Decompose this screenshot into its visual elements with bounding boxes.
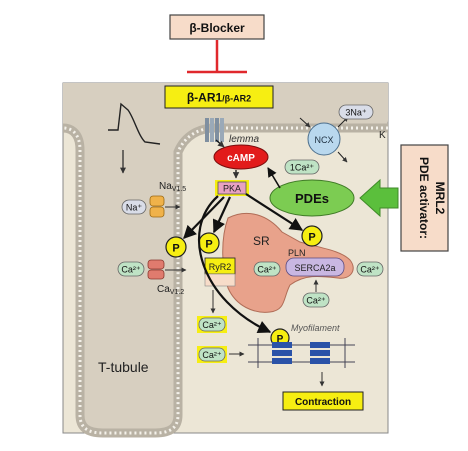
- ca-ion-uptake: Ca²⁺: [302, 292, 330, 308]
- camp-label: cAMP: [227, 153, 255, 164]
- cav-channel: [147, 259, 165, 280]
- contraction-box: Contraction: [282, 391, 364, 411]
- membrane-inner-line: [62, 126, 388, 435]
- pde-activator-line2: MRL2: [433, 182, 447, 215]
- blocker-inhibition-line: [187, 40, 247, 74]
- pdes-label: PDEs: [295, 191, 329, 206]
- ryr2-label: RyR2: [209, 262, 232, 272]
- t-tubule-label: T-tubule: [98, 359, 149, 375]
- action-potential-icon: [108, 102, 161, 174]
- phospho-marker-ryr2: P: [198, 232, 220, 254]
- pka-label: PKA: [223, 184, 241, 194]
- phospho-cav-label: P: [172, 243, 179, 255]
- beta-blocker-box: β-Blocker: [169, 14, 265, 40]
- pdes-inhibit-camp: [267, 167, 281, 189]
- activator-green-arrow: [359, 178, 399, 218]
- myofilament-label: Myofilament: [291, 323, 340, 333]
- ncx-na-ion: 3Na⁺: [338, 104, 374, 120]
- phospho-marker-pln: P: [301, 225, 323, 247]
- na-ion-label: Na⁺: [126, 203, 143, 213]
- pln-node: PLN: [288, 248, 306, 258]
- ca-ion-outer-label: Ca²⁺: [121, 265, 141, 275]
- phospho-ryr2-label: P: [205, 239, 212, 251]
- beta-blocker-label: β-Blocker: [189, 21, 245, 35]
- phospho-pln-label: P: [308, 232, 315, 244]
- myofilament-icon: [248, 338, 355, 368]
- lemma-label: lemma: [229, 134, 259, 145]
- ca-ion-sr-label: Ca²⁺: [257, 265, 277, 275]
- ncx-ca-arrow: [337, 151, 348, 163]
- beta-receptor-box: β-AR1/β-AR2: [164, 85, 274, 109]
- ryr2-channel: RyR2: [204, 257, 236, 287]
- pka-to-ryr2-arrow: [212, 196, 232, 234]
- nav-label: NaV1.5: [159, 181, 186, 193]
- ca-ion-binding-label: Ca²⁺: [202, 350, 222, 360]
- ca-ion-outer: Ca²⁺: [117, 261, 145, 277]
- na-ion: Na⁺: [121, 199, 147, 215]
- phospho-myofilament-label: P: [277, 334, 284, 345]
- cav-label: CaV1.2: [157, 284, 184, 296]
- ca-ion-cytosol-right: Ca²⁺: [356, 261, 384, 277]
- ca-ion-uptake-label: Ca²⁺: [306, 296, 326, 306]
- pde-activator-line1: PDE activator:: [417, 157, 431, 239]
- ncx-label: NCX: [314, 135, 333, 145]
- pdes-node: PDEs: [269, 179, 355, 217]
- ncx-na-label: 3Na⁺: [345, 108, 367, 118]
- phospho-marker-cav: P: [165, 236, 187, 258]
- extracellular-space: [63, 83, 388, 433]
- ncx-ca-ion: 1Ca²⁺: [284, 159, 320, 175]
- pka-node: PKA: [215, 180, 249, 196]
- k-channel-label: K: [379, 130, 386, 141]
- beta-receptor-label: β-AR1/β-AR2: [187, 91, 251, 105]
- pka-to-pln-arrow: [245, 193, 304, 231]
- camp-node: cAMP: [213, 144, 269, 170]
- serca-label: SERCA2a: [294, 263, 335, 273]
- nav-channel: [149, 195, 165, 218]
- serca-pump: SERCA2a: [285, 257, 345, 277]
- ca-ion-release: Ca²⁺: [197, 316, 227, 333]
- receptor-channel-icon: [205, 118, 224, 142]
- ca-ion-cytosol-right-label: Ca²⁺: [360, 265, 380, 275]
- receptor-to-camp-arrow: [215, 139, 225, 148]
- pde-activator-box: PDE activator: MRL2: [400, 144, 449, 252]
- sr-label: SR: [253, 234, 270, 248]
- ca-ion-sr: Ca²⁺: [253, 261, 281, 277]
- contraction-label: Contraction: [295, 397, 351, 408]
- pka-to-myofilament-arrow: [197, 195, 272, 334]
- ca-ion-binding: Ca²⁺: [197, 346, 227, 363]
- ncx-exchanger: NCX: [307, 122, 341, 156]
- ncx-ca-label: 1Ca²⁺: [290, 163, 315, 173]
- pln-label: PLN: [288, 248, 306, 258]
- ca-ion-release-label: Ca²⁺: [202, 320, 222, 330]
- ncx-na-arrow-in: [299, 117, 311, 128]
